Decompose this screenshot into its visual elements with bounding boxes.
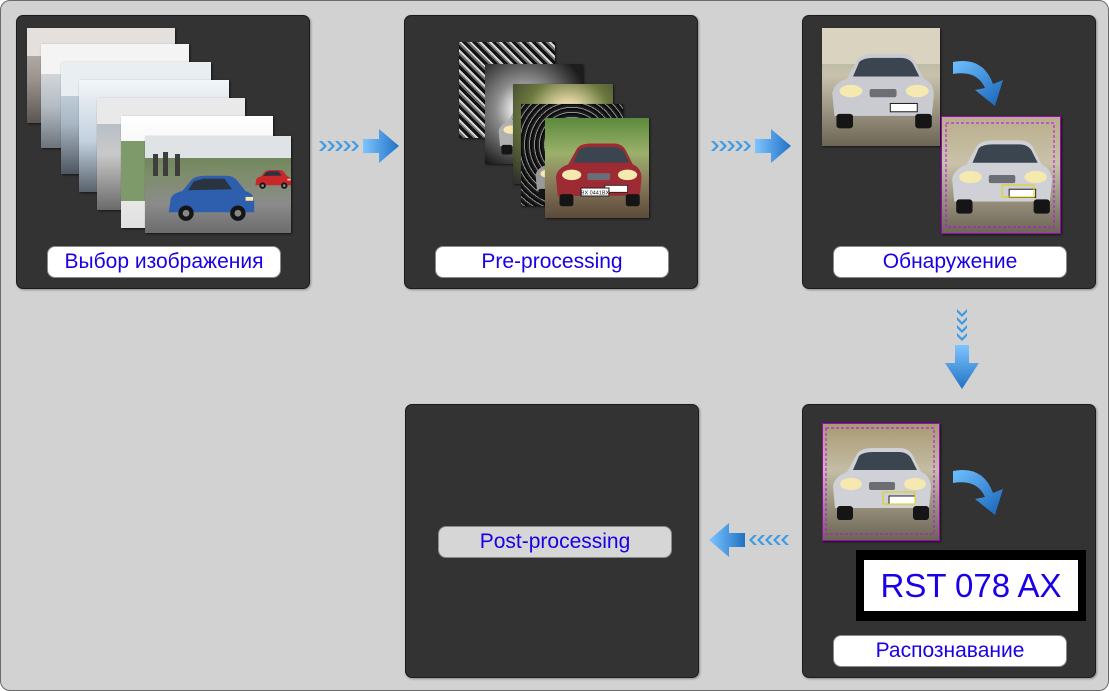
arrow-down-icon	[945, 309, 979, 389]
curved-arrow-icon	[953, 60, 1003, 106]
stage-recognize-panel: Распознавание	[802, 404, 1096, 678]
arrow-left-icon	[709, 523, 789, 557]
license-plate-text: RST 078 AX	[864, 560, 1078, 611]
curved-arrow-icon	[953, 469, 1003, 515]
processed-photo-stack-icon: BX 0441BX	[455, 40, 655, 220]
arrow-right-icon	[319, 129, 399, 163]
stage-detect-panel: Обнаружение	[802, 15, 1096, 289]
stage-postprocess-label: Post-processing	[438, 526, 672, 558]
stage-preprocess-panel: BX 0441BX Pre-processing	[404, 15, 698, 289]
stage-preprocess-label: Pre-processing	[435, 246, 669, 278]
plate-recognition-icon	[803, 405, 1095, 625]
stage-recognize-label: Распознавание	[833, 635, 1067, 667]
stage-postprocess-panel: Post-processing	[405, 404, 699, 678]
license-plate-result: RST 078 AX	[856, 550, 1086, 621]
stage-detect-label: Обнаружение	[833, 246, 1067, 278]
car-detection-icon	[803, 16, 1095, 246]
photo-stack-icon	[25, 28, 295, 238]
arrow-right-icon	[711, 129, 791, 163]
stage-select-label: Выбор изображения	[47, 246, 281, 278]
photo-plate-text: BX 0441BX	[581, 191, 610, 197]
stage-select-panel: Выбор изображения	[16, 15, 310, 289]
